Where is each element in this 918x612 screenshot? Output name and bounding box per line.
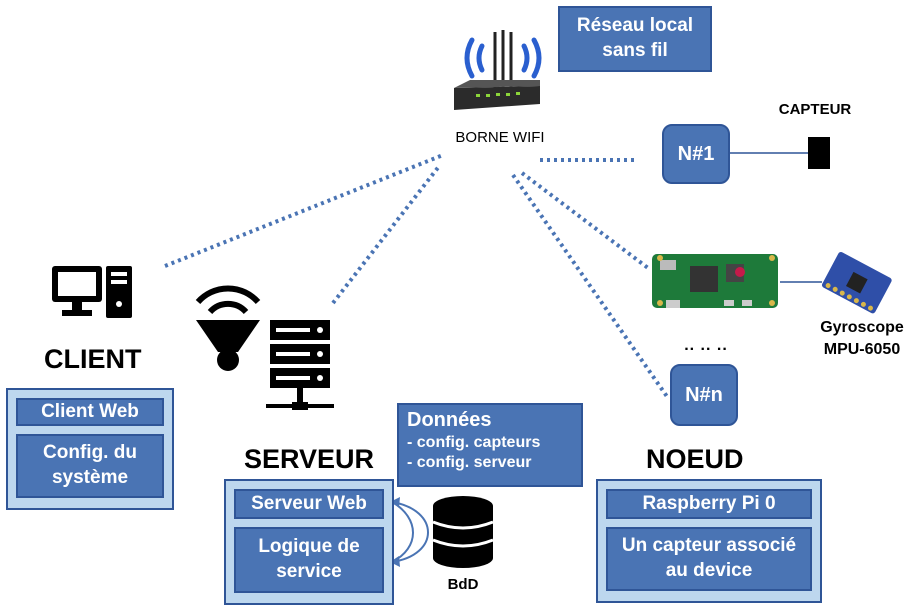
capteur-associe-line1: Un capteur associé (621, 535, 797, 557)
capteur-associe-line2: au device (665, 560, 753, 581)
link-server-router (331, 163, 442, 305)
node-nn[interactable]: N#n (670, 364, 738, 426)
client-config-line1: Config. du (43, 442, 137, 464)
client-panel: Client Web Config. du système (6, 388, 174, 510)
router-label: BORNE WIFI (455, 129, 545, 146)
capteur-associe-box[interactable]: Un capteur associé au device (606, 527, 812, 591)
client-config-line2: système (51, 467, 129, 488)
logique-line1: Logique de (258, 536, 360, 558)
client-title: CLIENT (44, 344, 142, 374)
client-web-box[interactable]: Client Web (16, 398, 164, 426)
logique-service-box[interactable]: Logique de service (234, 527, 384, 593)
donnees-line1: - config. capteurs (407, 434, 541, 451)
noeud-title: NOEUD (646, 444, 744, 474)
client-config-box[interactable]: Config. du système (16, 434, 164, 498)
nodes-ellipsis: .. .. .. (684, 337, 728, 354)
bdd-label: BdD (447, 576, 479, 593)
donnees-box: Données - config. capteurs - config. ser… (397, 403, 583, 487)
raspberry-pi-label: Raspberry Pi 0 (642, 492, 776, 514)
donnees-title: Données (407, 409, 492, 431)
capteur-label: CAPTEUR (778, 101, 852, 118)
gyroscope-line1: Gyroscope (820, 319, 904, 336)
raspberry-pi-box[interactable]: Raspberry Pi 0 (606, 489, 812, 519)
link-router-noden (511, 173, 670, 400)
link-client-router (164, 153, 444, 268)
network-title-line2: sans fil (602, 40, 668, 61)
serveur-web-label: Serveur Web (251, 492, 367, 514)
link-router-pi (520, 171, 650, 270)
network-title-box: Réseau local sans fil (558, 6, 712, 72)
noeud-panel: Raspberry Pi 0 Un capteur associé au dev… (596, 479, 822, 603)
serveur-web-box[interactable]: Serveur Web (234, 489, 384, 519)
node-nn-label: N#n (685, 383, 723, 406)
logique-line2: service (276, 561, 342, 582)
capteur-sensor (808, 137, 830, 169)
client-web-label: Client Web (41, 400, 139, 422)
gyroscope-label: Gyroscope MPU-6050 (812, 317, 912, 360)
network-title-line1: Réseau local (576, 15, 694, 37)
serveur-panel: Serveur Web Logique de service (224, 479, 394, 605)
node-n1-label: N#1 (677, 142, 715, 165)
server-arrows (391, 501, 429, 563)
node-n1[interactable]: N#1 (662, 124, 730, 184)
serveur-title: SERVEUR (244, 444, 375, 474)
donnees-line2: - config. serveur (407, 454, 532, 471)
gyroscope-line2: MPU-6050 (823, 340, 901, 358)
